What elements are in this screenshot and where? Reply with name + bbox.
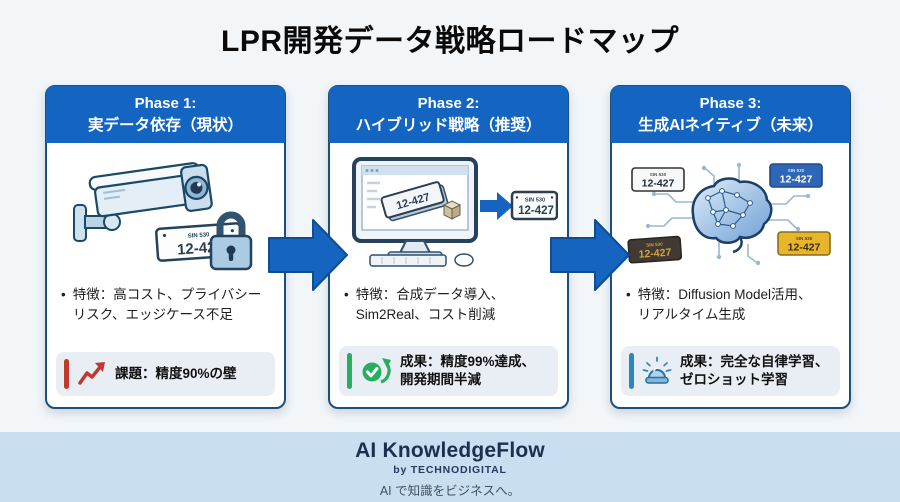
phase-1-subtitle: 実データ依存（現状） (87, 116, 243, 134)
phase-1-header: Phase 1: 実データ依存（現状） (46, 86, 285, 143)
ai-brain-icon (691, 177, 773, 254)
brand-tagline: AI で知識をビジネスへ。 (379, 484, 521, 498)
highlight-text: 課題：精度90%の壁 (115, 365, 237, 381)
phase-2-subtitle: ハイブリッド戦略（推奨） (355, 116, 542, 134)
synthetic-data-scene: 12-427 (351, 157, 558, 267)
phase-3-label: Phase 3: (699, 94, 762, 112)
phase-1-feature: • 特徴：高コスト、プライバシー リスク、エッジケース不足 (47, 279, 284, 326)
padlock-icon (209, 211, 252, 271)
phase-transition-arrow-2 (549, 214, 631, 301)
arrow-icon (479, 192, 513, 220)
phase-3-subtitle: 生成AIネイティブ（未来） (638, 116, 823, 134)
svg-text:12-427: 12-427 (780, 174, 813, 186)
bullet-marker: • (344, 287, 349, 302)
svg-text:SIN 530: SIN 530 (646, 242, 663, 248)
phase-2-illustration: 12-427 (330, 147, 567, 279)
siren-icon (642, 356, 672, 386)
circuit-lines (650, 167, 806, 263)
cube-icon (442, 200, 461, 220)
phase-2-highlight-box: 成果：精度99%達成、 開発期間半減 (339, 345, 558, 396)
svg-text:12-427: 12-427 (518, 205, 554, 217)
phase-2-label: Phase 2: (417, 94, 480, 112)
phase-3-highlight-box: 成果：完全な自律学習、 ゼロショット学習 (621, 345, 840, 396)
mouse-icon (453, 253, 474, 267)
svg-text:SIN 530: SIN 530 (524, 198, 544, 204)
phase-2-card: Phase 2: ハイブリッド戦略（推奨） (328, 85, 569, 409)
svg-text:SIN 530: SIN 530 (796, 236, 813, 241)
svg-text:12-427: 12-427 (788, 242, 821, 254)
accent-bar (629, 352, 634, 389)
phase-1-label: Phase 1: (134, 94, 197, 112)
phase-3-card: Phase 3: 生成AIネイティブ（未来） (610, 85, 851, 409)
accent-bar (64, 359, 69, 389)
feature-text: 特徴：Diffusion Model活用、 リアルタイム生成 (637, 287, 812, 323)
phase-1-illustration: SIN 530 12-427 (47, 147, 284, 279)
feature-text: 特徴：高コスト、プライバシー リスク、エッジケース不足 (72, 287, 262, 323)
circuit-dots (645, 162, 811, 266)
svg-text:SIN 530: SIN 530 (650, 172, 667, 177)
feature-text: 特徴：合成データ導入、 Sim2Real、コスト削減 (355, 287, 505, 323)
phase-1-highlight-box: 課題：精度90%の壁 (56, 352, 275, 396)
ai-brain-scene: SIN 530 12-427 SIN 530 12-427 SIN 530 12… (627, 162, 831, 266)
svg-text:SIN 530: SIN 530 (788, 168, 805, 173)
brand-byline: by TECHNODIGITAL (393, 464, 507, 476)
screen-plate-icon: 12-427 (380, 181, 448, 222)
security-camera-icon (88, 162, 213, 218)
svg-text:12-427: 12-427 (642, 178, 675, 190)
accent-bar (347, 352, 352, 389)
trending-up-icon (77, 359, 107, 389)
phase-1-card: Phase 1: 実データ依存（現状） (45, 85, 286, 409)
phase-3-illustration: SIN 530 12-427 SIN 530 12-427 SIN 530 12… (612, 147, 849, 279)
keyboard-icon (368, 254, 447, 267)
security-camera-scene: SIN 530 12-427 (72, 162, 252, 271)
page-title: LPR開発データ戦略ロードマップ (221, 25, 679, 58)
highlight-text: 成果：精度99%達成、 開発期間半減 (400, 353, 536, 387)
generated-plate-dark: SIN 530 12-427 (627, 235, 683, 264)
generated-plate-yellow: SIN 530 12-427 (777, 231, 831, 256)
check-circle-icon (360, 356, 392, 386)
highlight-text: 成果：完全な自律学習、 ゼロショット学習 (680, 353, 829, 387)
svg-text:SIN 530: SIN 530 (187, 232, 210, 240)
monitor-icon: 12-427 (351, 157, 478, 243)
footer-banner: AI KnowledgeFlow by TECHNODIGITAL AI で知識… (0, 432, 900, 502)
phase-2-header: Phase 2: ハイブリッド戦略（推奨） (329, 86, 568, 143)
phase-3-feature: • 特徴：Diffusion Model活用、 リアルタイム生成 (612, 279, 849, 326)
phase-2-feature: • 特徴：合成データ導入、 Sim2Real、コスト削減 (330, 279, 567, 326)
brand-logo-text: AI KnowledgeFlow (355, 439, 545, 462)
svg-text:12-427: 12-427 (638, 247, 672, 261)
phase-transition-arrow-1 (267, 214, 349, 301)
generated-plate-white: SIN 530 12-427 (631, 167, 685, 192)
output-plate-icon: SIN 530 12-427 (510, 190, 558, 221)
bullet-marker: • (61, 287, 66, 302)
phase-3-header: Phase 3: 生成AIネイティブ（未来） (611, 86, 850, 143)
monitor-stand (397, 240, 432, 254)
bullet-marker: • (626, 287, 631, 302)
generated-plate-blue: SIN 530 12-427 (769, 163, 823, 188)
